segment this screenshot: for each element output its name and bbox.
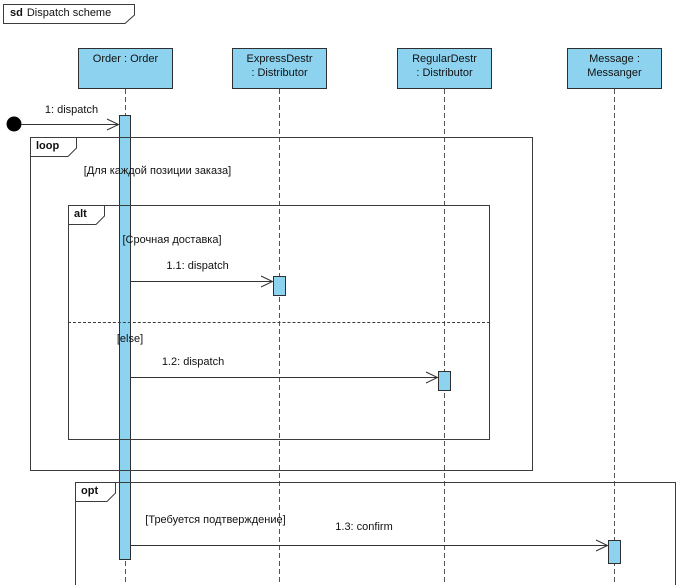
message-13-label: 1.3: confirm xyxy=(335,521,393,533)
lifeline-head-order-line1: Order : Order xyxy=(92,53,159,65)
lifeline-head-regular: RegularDestr : Distributor xyxy=(397,48,492,89)
fragment-loop: loop xyxy=(30,137,533,471)
message-1-label: 1: dispatch xyxy=(44,104,99,116)
frame-keyword: sd xyxy=(10,7,23,19)
fragment-opt-guard: [Требуется подтверждение] xyxy=(145,514,286,526)
fragment-loop-guard: [Для каждой позиции заказа] xyxy=(83,165,232,177)
message-11-label: 1.1: dispatch xyxy=(166,260,229,272)
frame-title-tab xyxy=(3,4,135,24)
activation-bar-regular xyxy=(438,371,451,391)
fragment-opt-pentagon-icon xyxy=(75,482,116,502)
fragment-loop-keyword: loop xyxy=(36,140,60,152)
frame-title-pentagon-icon xyxy=(3,4,135,24)
activation-bar-express xyxy=(273,276,286,296)
fragment-loop-pentagon-icon xyxy=(30,137,77,157)
fragment-alt-guard-if: [Срочная доставка] xyxy=(122,234,222,246)
fragment-alt-separator xyxy=(68,322,490,323)
fragment-opt-keyword: opt xyxy=(81,485,99,497)
lifeline-head-regular-line2: : Distributor xyxy=(416,67,473,79)
fragment-opt: opt xyxy=(75,482,676,585)
found-message-circle-icon xyxy=(6,116,22,132)
lifeline-head-regular-line1: RegularDestr xyxy=(412,53,477,65)
activation-bar-message xyxy=(608,540,621,564)
lifeline-head-express: ExpressDestr : Distributor xyxy=(232,48,327,89)
lifeline-head-message: Message : Messanger xyxy=(567,48,662,89)
message-11-arrowhead-icon xyxy=(260,275,274,288)
lifeline-head-message-line1: Message : xyxy=(589,53,640,65)
lifeline-head-order: Order : Order xyxy=(78,48,173,89)
message-1-arrowhead-icon xyxy=(106,118,120,131)
lifeline-head-express-line1: ExpressDestr xyxy=(246,53,313,65)
activation-bar-order xyxy=(119,115,131,560)
frame-name: Dispatch scheme xyxy=(26,7,112,19)
message-12-arrowhead-icon xyxy=(425,371,439,384)
lifeline-head-message-line2: Messanger xyxy=(587,67,642,79)
fragment-alt-keyword: alt xyxy=(74,208,87,220)
fragment-alt-guard-else: [else] xyxy=(116,333,144,345)
message-12-label: 1.2: dispatch xyxy=(161,356,225,368)
fragment-alt-pentagon-icon xyxy=(68,205,105,225)
message-13-arrowhead-icon xyxy=(595,539,609,552)
lifeline-head-express-line2: : Distributor xyxy=(251,67,308,79)
